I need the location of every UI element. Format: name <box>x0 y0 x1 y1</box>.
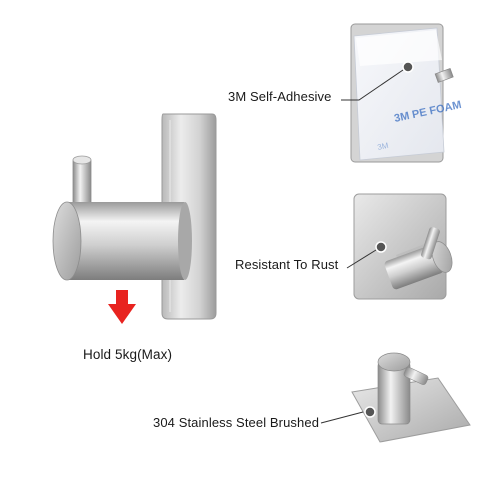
front-hook-view <box>353 193 453 300</box>
leader-lines <box>320 69 404 424</box>
downward-arrow-icon <box>108 290 136 324</box>
pointer-dot <box>375 241 387 253</box>
feature-label-rust: Resistant To Rust <box>235 257 339 272</box>
feature-label-adhesive: 3M Self-Adhesive <box>228 89 332 104</box>
main-hook <box>52 113 217 320</box>
angled-hook-view <box>351 352 471 443</box>
pointer-dot <box>364 406 376 418</box>
svg-text:3M: 3M <box>377 141 390 152</box>
feature-label-steel: 304 Stainless Steel Brushed <box>153 415 320 430</box>
feature-label-hold: Hold 5kg(Max) <box>83 347 173 362</box>
pointer-dot <box>402 61 414 73</box>
adhesive-back-view: 3M PE FOAM 3M <box>350 23 463 163</box>
